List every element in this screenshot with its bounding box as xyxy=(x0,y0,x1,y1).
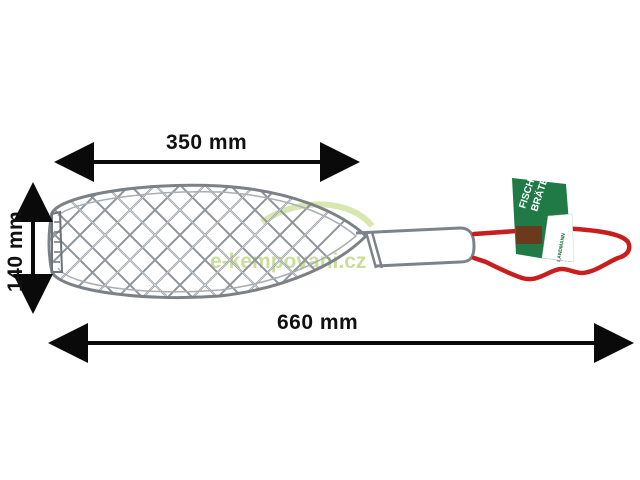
tag-photo xyxy=(516,226,542,244)
fish-basket xyxy=(47,183,369,300)
dimension-label-350: 350 mm xyxy=(166,131,247,154)
dimension-label-140: 140 mm xyxy=(4,211,27,292)
dimension-arrows xyxy=(12,142,634,363)
metal-handle xyxy=(355,226,476,269)
basket-mesh xyxy=(49,185,366,298)
dimension-label-660: 660 mm xyxy=(277,311,358,334)
product-tag: FISCH- BRÄTER LANDMANN xyxy=(512,169,575,262)
red-handle-grip xyxy=(471,225,632,282)
tag-brand: LANDMANN xyxy=(556,232,567,262)
